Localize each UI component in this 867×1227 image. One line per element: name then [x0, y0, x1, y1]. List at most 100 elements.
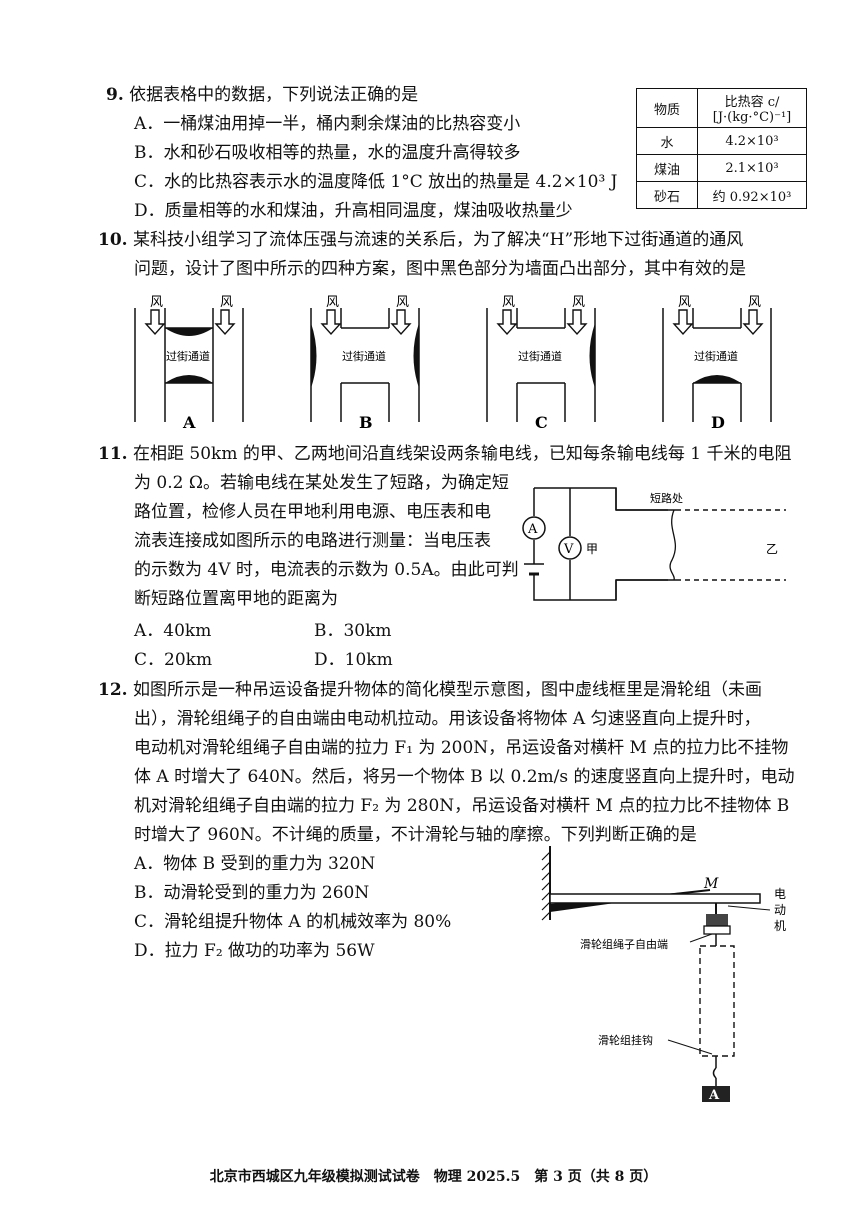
- wind-arrow-icon: [672, 309, 694, 336]
- q12-stem-line: 体 A 时增大了 640N。然后，将另一个物体 B 以 0.2m/s 的速度竖直…: [134, 767, 795, 787]
- wind-arrow-icon: [742, 309, 764, 336]
- q9-option-d: D．质量相等的水和煤油，升高相同温度，煤油吸收热量少: [134, 201, 573, 221]
- table-header-line1: 比热容 c/: [724, 95, 780, 110]
- q11-option-b: B．30km: [314, 621, 392, 641]
- q9-stem: 9. 依据表格中的数据，下列说法正确的是: [106, 84, 418, 106]
- pulley-group-box: [699, 945, 735, 1057]
- q11-stem-text-1: 在相距 50km 的甲、乙两地间沿直线架设两条输电线，已知每条输电线每 1 千米…: [132, 444, 792, 464]
- wind-label: 风: [150, 295, 163, 310]
- q11-option-a: A．40km: [134, 621, 212, 641]
- figure-label-b: B: [359, 413, 373, 432]
- q11-option-d: D．10km: [314, 650, 393, 670]
- motor-label: 动: [774, 903, 786, 917]
- q12-stem-line: 机对滑轮组绳子自由端的拉力 F₂ 为 280N，吊运设备对横杆 M 点的拉力比不…: [134, 796, 790, 816]
- ammeter-label: A: [527, 522, 538, 537]
- q12-stem-line: 时增大了 960N。不计绳的质量，不计滑轮与轴的摩擦。下列判断正确的是: [134, 825, 697, 845]
- table-cell: 煤油: [636, 154, 698, 182]
- crossbar: [549, 893, 761, 904]
- table-cell: 砂石: [636, 181, 698, 209]
- wind-label: 风: [748, 295, 761, 310]
- q12-option-a: A．物体 B 受到的重力为 320N: [134, 854, 376, 874]
- voltmeter-label: V: [563, 542, 574, 557]
- q11-stem-line: 断短路位置离甲地的距离为: [134, 589, 338, 609]
- wall-bump: [413, 323, 419, 388]
- motor-label: 机: [774, 919, 786, 933]
- motor-label: 电: [774, 887, 786, 901]
- q11-option-c: C．20km: [134, 650, 213, 670]
- table-header-line2: [J·(kg·°C)⁻¹]: [712, 110, 792, 125]
- page-footer: 北京市西城区九年级模拟测试试卷 物理 2025.5 第 3 页（共 8 页）: [209, 1169, 658, 1185]
- wall-bump: [311, 323, 317, 388]
- table-cell: 4.2×10³: [697, 127, 807, 155]
- q11-stem-line: 路位置，检修人员在甲地利用电源、电压表和电: [134, 502, 491, 522]
- hook-label: 滑轮组挂钩: [598, 1033, 653, 1047]
- q12-option-d: D．拉力 F₂ 做功的功率为 56W: [134, 941, 375, 961]
- motor-block: [706, 914, 728, 926]
- table-header-substance: 物质: [636, 88, 698, 128]
- table-row: 水 4.2×10³: [636, 127, 807, 155]
- q11-stem-line: 流表连接成如图所示的电路进行测量：当电压表: [134, 531, 491, 551]
- specific-heat-table: 物质 比热容 c/ [J·(kg·°C)⁻¹] 水 4.2×10³ 煤油 2.1…: [636, 88, 807, 209]
- q11-circuit-diagram: A V 甲 短路处 乙: [522, 487, 786, 601]
- q11-stem-line1: 11. 在相距 50km 的甲、乙两地间沿直线架设两条输电线，已知每条输电线每 …: [98, 443, 791, 465]
- q10-stem-line1: 10. 某科技小组学习了流体压强与流速的关系后，为了解决“H”形地下过街通道的通…: [98, 229, 743, 251]
- q10-figure-c: 风 风 过街通道 C: [486, 295, 596, 432]
- passage-label: 过街通道: [342, 349, 386, 363]
- table-header-heat-capacity: 比热容 c/ [J·(kg·°C)⁻¹]: [697, 88, 807, 128]
- wind-arrow-icon: [214, 309, 236, 336]
- wind-arrow-icon: [390, 309, 412, 336]
- ammeter-icon: A: [522, 516, 546, 540]
- q12-crane-diagram: M 电 动 机 滑轮组绳子自由端 滑轮组挂钩 A: [541, 846, 786, 1102]
- place-b-label: 乙: [766, 542, 778, 556]
- figure-label-d: D: [711, 413, 725, 432]
- q11-stem-line: 为 0.2 Ω。若输电线在某处发生了短路，为确定短: [134, 473, 509, 493]
- q9-option-b: B．水和砂石吸收相等的热量，水的温度升高得较多: [134, 143, 521, 163]
- wind-arrow-icon: [566, 309, 588, 336]
- wind-arrow-icon: [320, 309, 342, 336]
- passage-label: 过街通道: [166, 349, 210, 363]
- q9-option-a: A．一桶煤油用掉一半，桶内剩余煤油的比热容变小: [134, 114, 521, 134]
- table-row: 煤油 2.1×10³: [636, 154, 807, 182]
- table-cell: 2.1×10³: [697, 154, 807, 182]
- short-circuit-wire: [669, 509, 677, 581]
- q11-number: 11.: [98, 444, 128, 464]
- q12-option-b: B．动滑轮受到的重力为 260N: [134, 883, 370, 903]
- battery-icon: [524, 563, 544, 576]
- q11-stem-line: 的示数为 4V 时，电流表的示数为 0.5A。由此可判: [134, 560, 519, 580]
- wind-label: 风: [396, 295, 409, 310]
- q12-number: 12.: [98, 680, 128, 700]
- q10-figure-b: 风 风 过街通道 B: [310, 295, 420, 432]
- q12-option-c: C．滑轮组提升物体 A 的机械效率为 80%: [134, 912, 452, 932]
- q9-number: 9.: [106, 85, 124, 105]
- q12-stem-line: 电动机对滑轮组绳子自由端的拉力 F₁ 为 200N，吊运设备对横杆 M 点的拉力…: [134, 738, 789, 758]
- wall-hatch: [541, 846, 551, 921]
- q10-number: 10.: [98, 230, 128, 250]
- table-cell: 水: [636, 127, 698, 155]
- q10-figure-d: 风 风 过街通道 D: [662, 295, 772, 432]
- wind-label: 风: [678, 295, 691, 310]
- wind-arrow-icon: [496, 309, 518, 336]
- q9-stem-text: 依据表格中的数据，下列说法正确的是: [129, 85, 419, 105]
- figure-label-a: A: [182, 413, 196, 432]
- q12-stem-line: 出），滑轮组绳子的自由端由电动机拉动。用该设备将物体 A 匀速竖直向上提升时，: [134, 709, 761, 729]
- passage-label: 过街通道: [694, 349, 738, 363]
- object-a: [702, 1086, 730, 1102]
- wind-label: 风: [502, 295, 515, 310]
- wall-bump: [165, 328, 213, 336]
- q12-stem-text-1: 如图所示是一种吊运设备提升物体的简化模型示意图，图中虚线框里是滑轮组（未画: [132, 680, 762, 700]
- q9-option-c: C．水的比热容表示水的温度降低 1°C 放出的热量是 4.2×10³ J: [134, 172, 618, 192]
- object-a-label: A: [708, 1088, 720, 1102]
- wind-label: 风: [572, 295, 585, 310]
- q10-figure-a: 风 风 过街通道 A: [134, 295, 244, 432]
- wind-label: 风: [220, 295, 233, 310]
- wind-arrow-icon: [144, 309, 166, 336]
- point-m-label: M: [703, 876, 719, 892]
- wall-bump: [589, 323, 595, 388]
- q10-figures: 风 风 过街通道 A 风 风 过街通道 B 风 风 过街通道 C 风 风: [134, 295, 772, 432]
- free-end-label: 滑轮组绳子自由端: [580, 937, 668, 951]
- table-cell: 约 0.92×10³: [697, 181, 807, 209]
- place-a-label: 甲: [586, 542, 598, 556]
- q12-stem-line1: 12. 如图所示是一种吊运设备提升物体的简化模型示意图，图中虚线框里是滑轮组（未…: [98, 679, 762, 701]
- wall-bump: [693, 375, 741, 383]
- q10-stem-text-1: 某科技小组学习了流体压强与流速的关系后，为了解决“H”形地下过街通道的通风: [132, 230, 744, 250]
